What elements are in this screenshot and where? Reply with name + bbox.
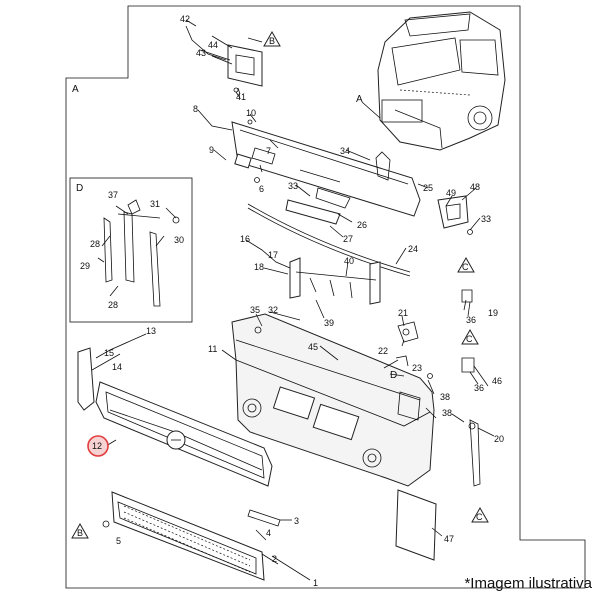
callout-32: 32: [268, 305, 278, 315]
callout-30: 30: [174, 235, 184, 245]
callout-41: 41: [236, 92, 246, 102]
callout-37: 37: [108, 190, 118, 200]
step-mechanism: C C C: [457, 256, 489, 523]
view-frame: [65, 5, 586, 589]
callout-7: 7: [266, 146, 271, 156]
callout-29: 29: [80, 261, 90, 271]
callout-25: 25: [423, 183, 433, 193]
callout-21: 21: [398, 308, 408, 318]
callout-27: 27: [343, 234, 353, 244]
callout-34: 34: [340, 146, 350, 156]
callout-38-right: 38: [440, 392, 450, 402]
callout-48: 48: [470, 182, 480, 192]
callout-3: 3: [294, 516, 299, 526]
callout-36-lower: 36: [474, 383, 484, 393]
upper-trim-panel: [231, 119, 421, 225]
callout-8: 8: [193, 104, 198, 114]
callout-42: 42: [180, 14, 190, 24]
front-grille-panel: [95, 381, 273, 487]
svg-text:12: 12: [92, 441, 102, 451]
callout-18: 18: [254, 262, 264, 272]
leader-lines: [91, 19, 495, 581]
callout-16: 16: [240, 234, 250, 244]
callout-26: 26: [357, 220, 367, 230]
callout-5: 5: [116, 536, 121, 546]
callout-11: 11: [208, 344, 217, 354]
callout-24: 24: [408, 244, 418, 254]
highlighted-callout-12[interactable]: 12: [87, 435, 109, 457]
callout-39: 39: [324, 318, 334, 328]
svg-text:B: B: [269, 36, 275, 46]
callout-1: 1: [313, 578, 318, 588]
callout-35: 35: [250, 305, 260, 315]
callout-6: 6: [259, 184, 264, 194]
side-cap: [77, 347, 95, 411]
callout-47: 47: [444, 534, 454, 544]
callout-43: 43: [196, 48, 206, 58]
callout-20: 20: [494, 434, 504, 444]
rubber-strip: [247, 203, 411, 273]
detail-box-d: D: [69, 177, 193, 323]
bumper-body: [231, 313, 435, 487]
callout-46: 46: [492, 376, 502, 386]
callout-9: 9: [209, 145, 214, 155]
svg-text:C: C: [476, 512, 483, 522]
support-frame: [289, 257, 381, 305]
truck-cab-illustration: [377, 11, 506, 151]
ref-mark-b-top: B: [263, 30, 281, 47]
callout-22: 22: [378, 346, 388, 356]
callout-44: 44: [208, 40, 218, 50]
callout-13: 13: [146, 326, 156, 336]
callout-36-upper: 36: [466, 315, 476, 325]
bracket-group-top: [185, 25, 263, 99]
callout-28-bottom: 28: [108, 300, 118, 310]
svg-text:D: D: [76, 183, 83, 194]
callout-45: 45: [308, 342, 318, 352]
callout-15: 15: [104, 348, 114, 358]
view-label-a: A: [72, 84, 79, 95]
side-hinge: [437, 195, 473, 235]
callout-23: 23: [412, 363, 422, 373]
callout-40: 40: [344, 256, 354, 266]
callout-19: 19: [488, 308, 498, 318]
callout-38-step: 38: [442, 408, 452, 418]
callout-31: 31: [150, 199, 160, 209]
cover-panel: [395, 489, 437, 561]
detail-callout-d: D: [390, 370, 397, 381]
svg-text:C: C: [466, 334, 473, 344]
callout-labels: 1 2 3 4 5 6 7 8 9 10 11 13 14 15 16 17 1…: [80, 14, 504, 588]
callout-28-top: 28: [90, 239, 100, 249]
callout-4: 4: [266, 528, 271, 538]
callout-49: 49: [446, 188, 456, 198]
callout-2: 2: [272, 554, 277, 564]
lower-grille: [102, 491, 281, 581]
ref-mark-b-bottom: B: [71, 522, 89, 539]
callout-17: 17: [268, 250, 278, 260]
svg-text:C: C: [462, 262, 469, 272]
callout-33-right: 33: [481, 214, 491, 224]
callout-14: 14: [112, 362, 122, 372]
svg-text:B: B: [77, 528, 83, 538]
view-label-a-cab: A: [356, 94, 363, 105]
illustration-caption: *Imagem ilustrativa: [464, 575, 592, 592]
callout-33-upper: 33: [288, 181, 298, 191]
callout-10: 10: [246, 108, 256, 118]
